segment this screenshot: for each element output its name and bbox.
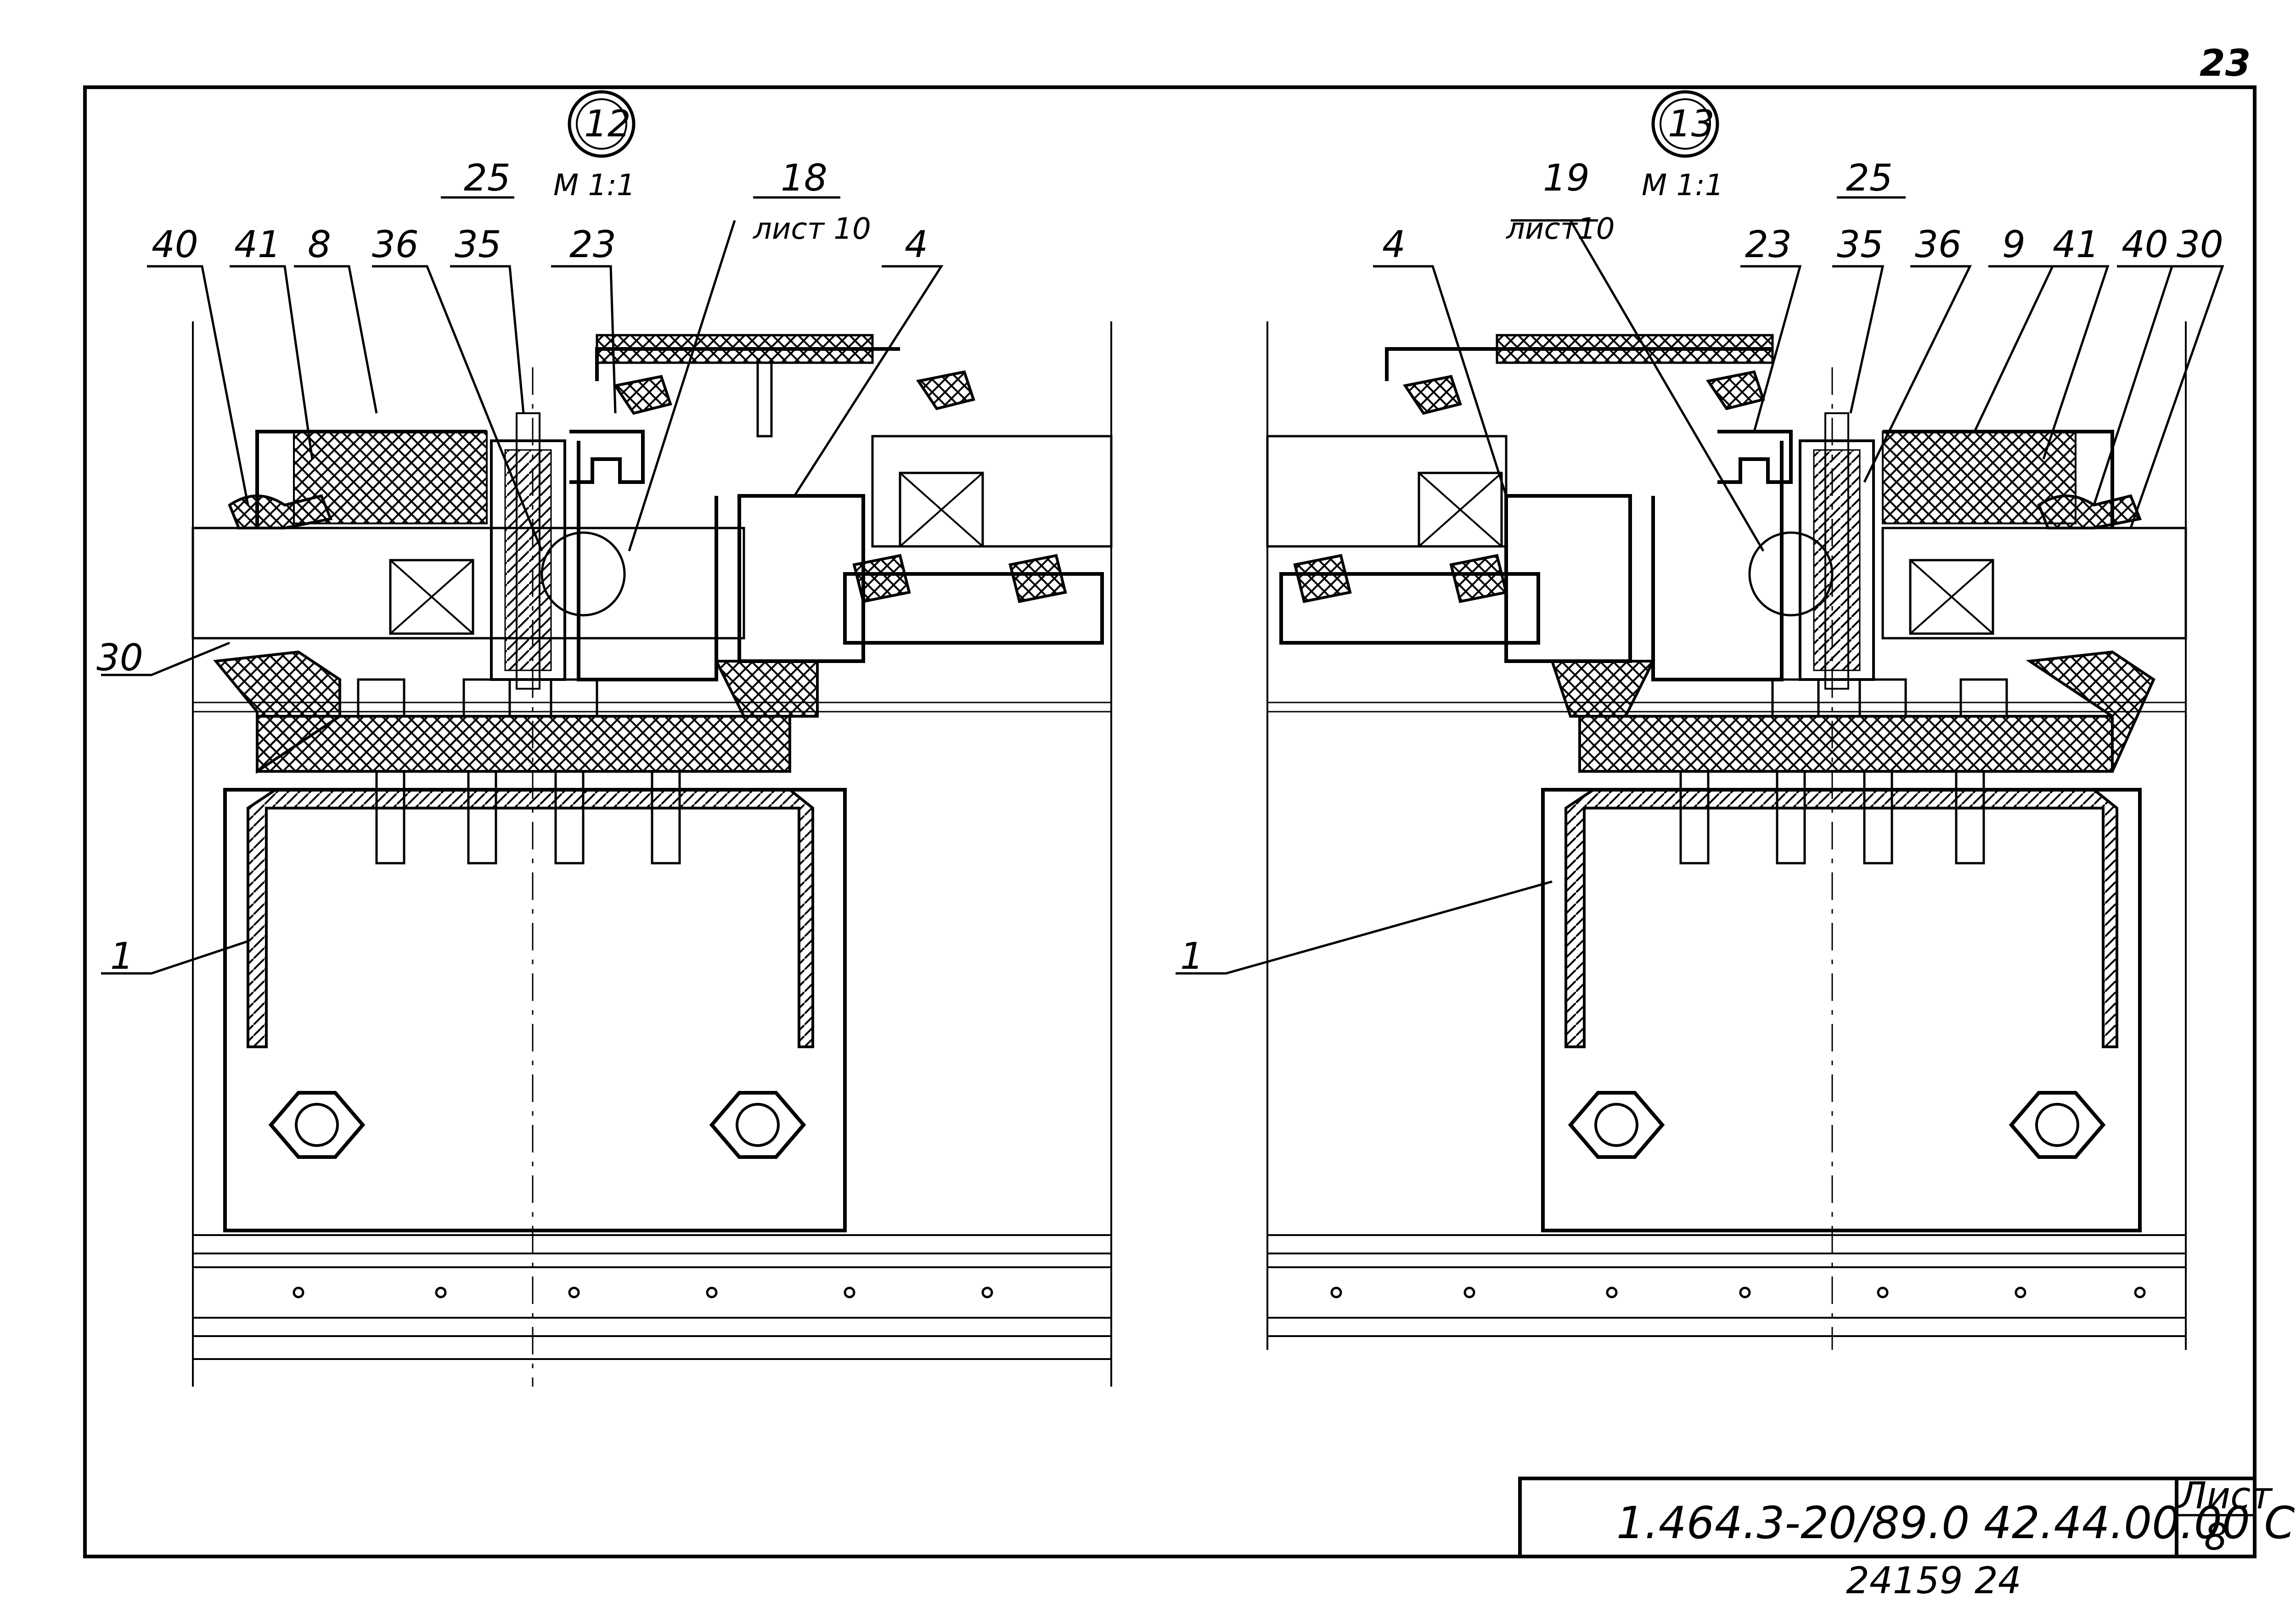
seal-40 <box>228 494 333 529</box>
nut-right <box>2009 1091 2106 1159</box>
screw-18 <box>540 531 626 617</box>
label-41: 41 <box>2053 223 2099 266</box>
bracket-1 <box>223 788 847 1232</box>
label-23: 23 <box>569 223 616 266</box>
label-18: 18 <box>781 157 827 199</box>
glass-pane <box>191 527 745 640</box>
detail-13: 13 M 1:1 4 19 лист10 23 25 35 36 9 41 40… <box>1176 90 2224 1350</box>
label-23: 23 <box>1745 223 1792 266</box>
label-40: 40 <box>152 223 198 266</box>
label-9: 9 <box>2002 223 2026 266</box>
anchor-bolts <box>357 678 681 865</box>
nut-right <box>709 1091 806 1159</box>
frame-profile-4 <box>737 494 865 663</box>
label-4: 4 <box>905 223 928 266</box>
detail-mark: 13 <box>1668 102 1715 145</box>
profile-23 <box>569 430 645 484</box>
label-1: 1 <box>1180 935 1204 978</box>
label-sheet-ref: лист10 <box>1505 212 1615 246</box>
label-36: 36 <box>372 223 419 266</box>
perforation <box>293 1287 993 1298</box>
sheet-number: 8 <box>2204 1516 2228 1558</box>
detail-12: 12 M 1:1 40 41 8 36 25 35 23 18 лист 10 … <box>96 90 1113 1387</box>
label-30: 30 <box>2177 223 2223 266</box>
spacer-block <box>389 559 474 635</box>
title-block: 1.464.3-20/89.0 42.44.00.00 СБ Лист 8 <box>1518 1474 2296 1558</box>
label-35: 35 <box>1837 223 1884 266</box>
label-8: 8 <box>308 223 331 266</box>
perforation <box>1330 1287 2146 1298</box>
archive-number: 24159 24 <box>1846 1559 2021 1602</box>
label-1: 1 <box>110 935 134 978</box>
label-sheet-ref: лист 10 <box>752 212 871 246</box>
label-35: 35 <box>455 223 501 266</box>
label-30: 30 <box>96 636 143 679</box>
label-19: 19 <box>1543 157 1590 199</box>
base-plate <box>256 715 791 773</box>
label-36: 36 <box>1915 223 1962 266</box>
nut-left <box>1568 1091 1665 1159</box>
drawing-frame <box>83 85 2257 1558</box>
bolt-25 <box>516 412 540 690</box>
nut-left <box>268 1091 366 1159</box>
sheet-label: Лист <box>2178 1474 2273 1517</box>
anchor-bolts <box>1679 678 2008 865</box>
detail-scale: M 1:1 <box>1642 169 1724 202</box>
label-41: 41 <box>234 223 281 266</box>
bracket-36 <box>490 439 566 681</box>
page-number: 23 <box>2200 42 2251 84</box>
detail-scale: M 1:1 <box>553 169 636 202</box>
label-25: 25 <box>464 157 511 199</box>
document-code: 1.464.3-20/89.0 42.44.00.00 СБ <box>1616 1497 2296 1549</box>
detail-mark-circle <box>1651 90 1719 158</box>
detail-mark: 12 <box>584 102 631 145</box>
detail-mark-circle <box>568 90 636 158</box>
label-4: 4 <box>1382 223 1406 266</box>
label-40: 40 <box>2122 223 2168 266</box>
label-25: 25 <box>1846 157 1893 199</box>
